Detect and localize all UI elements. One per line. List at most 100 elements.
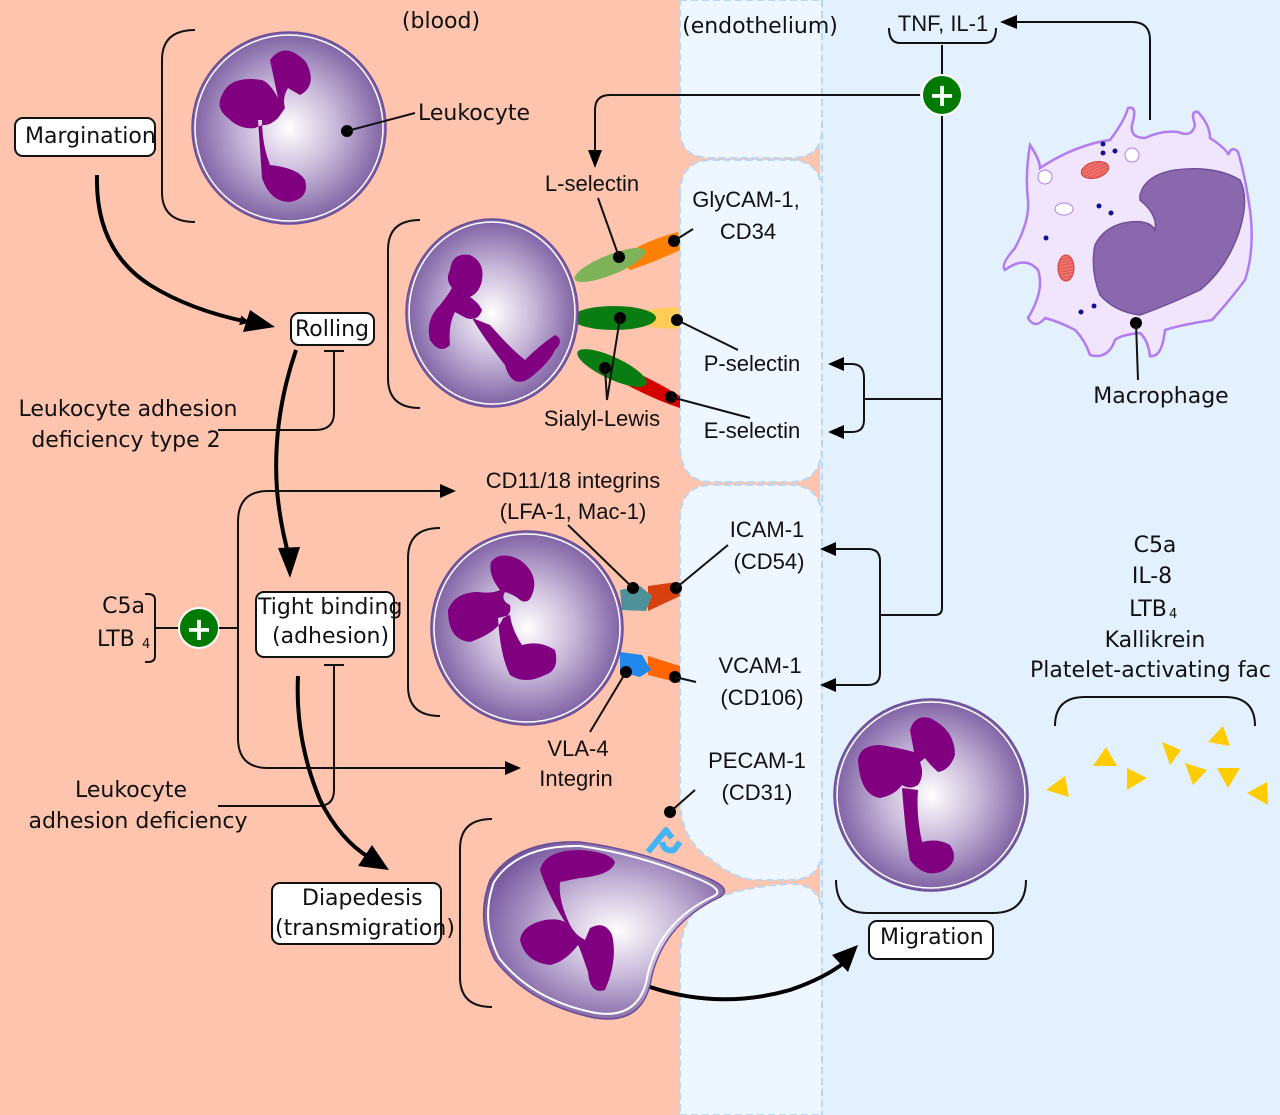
arrow-tight-to-diapedesis [295,675,372,860]
leukocyte-diapedesis [482,841,726,1020]
tnf-plus-badge: + [921,74,963,116]
chemo-item-c5a: C5a [1134,533,1177,558]
chemo-item-kallikrein: Kallikrein [1105,628,1206,653]
lad2-label-line1: Leukocyte adhesion [19,397,238,422]
macrophage [1002,106,1253,358]
arrowhead-tnf [1000,15,1017,29]
plus-symbol-top: + [929,76,956,114]
blood-label: (blood) [402,9,480,34]
macrophage-dots [1043,141,1118,315]
vcam-label-line1: VCAM-1 [718,653,801,678]
step-tight-binding-line1: Tight binding [257,595,402,620]
chemokine [1127,768,1147,790]
p-selectin-label: P-selectin [704,351,801,376]
chemo-bracket [1054,696,1256,727]
arrowhead-tight [278,547,300,578]
step-diapedesis-box[interactable] [271,882,442,945]
tnf-bracket [888,27,997,44]
glycam-label-line1: GlyCAM-1, [692,187,800,212]
macrophage-nucleus [1092,168,1246,316]
pecam-pointer [669,789,696,813]
endothelium-label: (endothelium) [682,14,838,39]
leukocyte-migration [833,698,1029,892]
arrow-macrophage-to-tnf [1015,21,1151,120]
cam-feed-line [880,607,943,616]
macrophage-vacuole-3 [1054,202,1074,216]
step-tight-binding-box[interactable] [255,591,395,658]
endothelial-cell-2 [679,159,823,483]
step-margination-label: Margination [25,124,156,149]
e-selectin-pointer [670,396,751,419]
arrow-to-l-selectin [594,94,920,152]
arrowhead-vla4 [505,761,521,775]
tight-bracket [407,527,441,717]
chemokine-triangles [1046,726,1268,805]
ltb4-subscript: 4 [142,637,150,652]
step-rolling-label: Rolling [295,317,369,342]
vla4-label-line2: Integrin [539,766,612,791]
sialyl-lewis-label: Sialyl-Lewis [544,406,660,431]
leukocyte-tight-binding [430,530,624,726]
arrowhead-diapedesis [358,845,389,870]
macrophage-granule-red-2 [1057,254,1075,282]
lad-inhibit-line [218,665,335,807]
c5a-label: C5a [102,594,145,619]
pecam-molecule [645,827,683,854]
step-diapedesis-line2: (transmigration) [275,916,455,941]
arrow-margination-to-rolling [94,174,250,326]
arrowhead-p-selectin [828,357,844,371]
chemokine [1185,763,1207,785]
step-migration-label: Migration [880,925,984,950]
step-rolling-box[interactable] [290,312,375,346]
lad-label-line1: Leukocyte [75,778,187,803]
arrow-diapedesis-to-migration [649,960,847,1002]
arrowhead-vcam [820,678,836,692]
chemokine [1247,782,1268,805]
chemokine [1208,726,1230,746]
step-migration-box[interactable] [868,920,994,960]
chemo-item-il8: IL-8 [1132,564,1172,589]
cd11-18-label-line2: (LFA-1, Mac-1) [500,499,647,524]
lad2-label-line2: deficiency type 2 [31,428,220,453]
l-selectin-label: L-selectin [545,171,639,196]
arrowhead-cd11-18 [440,484,456,498]
pecam-label-line2: (CD31) [722,780,793,805]
step-tight-binding-line2: (adhesion) [272,624,389,649]
leukocyte-rolling [405,218,579,408]
diapedesis-bracket [459,818,493,1008]
lad2-inhibit-line [218,351,335,431]
l-selectin-pointer [597,197,620,258]
chemokine [1046,776,1069,797]
step-margination-box[interactable] [14,117,156,157]
tnf-il1-label: TNF, IL-1 [898,11,988,36]
vla4-pointer [589,671,627,733]
arrowhead-rolling [243,310,275,332]
macrophage-label: Macrophage [1093,384,1228,409]
icam-pointer [675,544,729,589]
chemo-item-ltb-subscript: 4 [1169,607,1177,622]
macrophage-vacuole-1 [1124,147,1140,163]
leukocyte-margination [191,31,387,225]
step-diapedesis-line1: Diapedesis [302,886,423,911]
arrowhead-migration [832,945,858,972]
adhesion-plus-badge: + [178,607,220,649]
arrowhead-e-selectin [828,425,844,439]
chemokine [1093,747,1117,766]
nucleus [520,850,615,991]
lad-label-line2: adhesion deficiency [28,809,247,834]
pecam-label-line1: PECAM-1 [708,748,806,773]
ltb4-label: LTB [97,627,135,652]
macrophage-vacuole-2 [1037,169,1053,185]
chemo-item-ltb: LTB [1129,597,1167,622]
cam-bracket [836,548,881,686]
l-selectin-receptor [574,248,646,282]
nucleus [448,555,557,680]
macrophage-pointer [1135,322,1139,381]
vla4-label-line1: VLA-4 [547,736,608,761]
glycam-label-line2: CD34 [720,219,776,244]
arrowhead-l-selectin [588,150,602,168]
vcam-label-line2: (CD106) [720,685,803,710]
migration-bracket [835,879,1027,914]
